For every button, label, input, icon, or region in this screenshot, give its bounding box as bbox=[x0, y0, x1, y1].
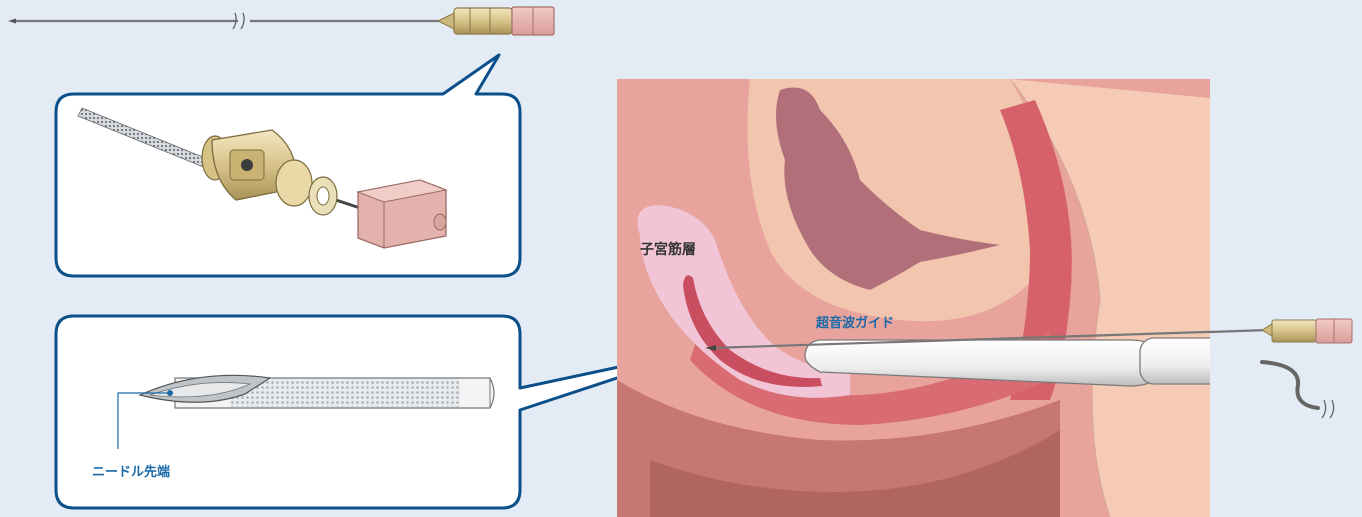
myometrium-shape bbox=[637, 205, 850, 398]
label-ultrasound-guide: 超音波ガイド bbox=[816, 316, 895, 331]
needle-hub bbox=[201, 129, 338, 216]
tip-callout bbox=[54, 314, 710, 510]
hub-callout bbox=[54, 53, 522, 278]
needle-cap bbox=[356, 179, 448, 249]
anatomy-illustration bbox=[617, 79, 1210, 517]
needle-overview bbox=[8, 6, 555, 36]
label-myometrium: 子宮筋層 bbox=[640, 242, 696, 258]
label-needle-tip: ニードル先端 bbox=[92, 465, 171, 480]
ultrasound-probe bbox=[804, 337, 1210, 387]
needle-hub-inserted bbox=[1209, 318, 1353, 419]
